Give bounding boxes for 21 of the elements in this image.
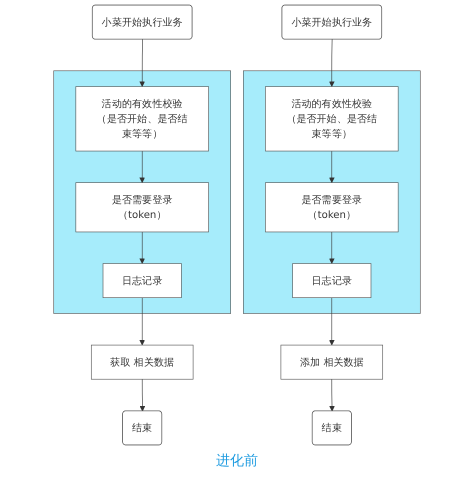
node-box: 日志记录 (102, 263, 182, 298)
arrow (329, 297, 335, 346)
arrow (329, 150, 335, 183)
arrow (329, 232, 335, 264)
arrow (329, 378, 335, 412)
node-box: 活动的有效性校验（是否开始、是否结束等等） (265, 86, 398, 152)
arrow (139, 39, 145, 87)
arrow (139, 232, 145, 264)
node-box: 活动的有效性校验（是否开始、是否结束等等） (76, 86, 209, 152)
node-box: 是否需要登录（token） (265, 182, 398, 232)
caption-text: 进化前 (216, 452, 258, 470)
cluster (53, 70, 231, 314)
arrow (139, 297, 145, 346)
arrow (140, 378, 146, 412)
node-box: 添加 相关数据 (280, 344, 384, 380)
arrow (329, 39, 335, 87)
node-box: 日志记录 (292, 263, 372, 298)
node-box: 获取 相关数据 (90, 344, 194, 380)
node-box: 是否需要登录（token） (76, 182, 209, 232)
arrow (139, 150, 145, 183)
cluster (243, 70, 421, 314)
